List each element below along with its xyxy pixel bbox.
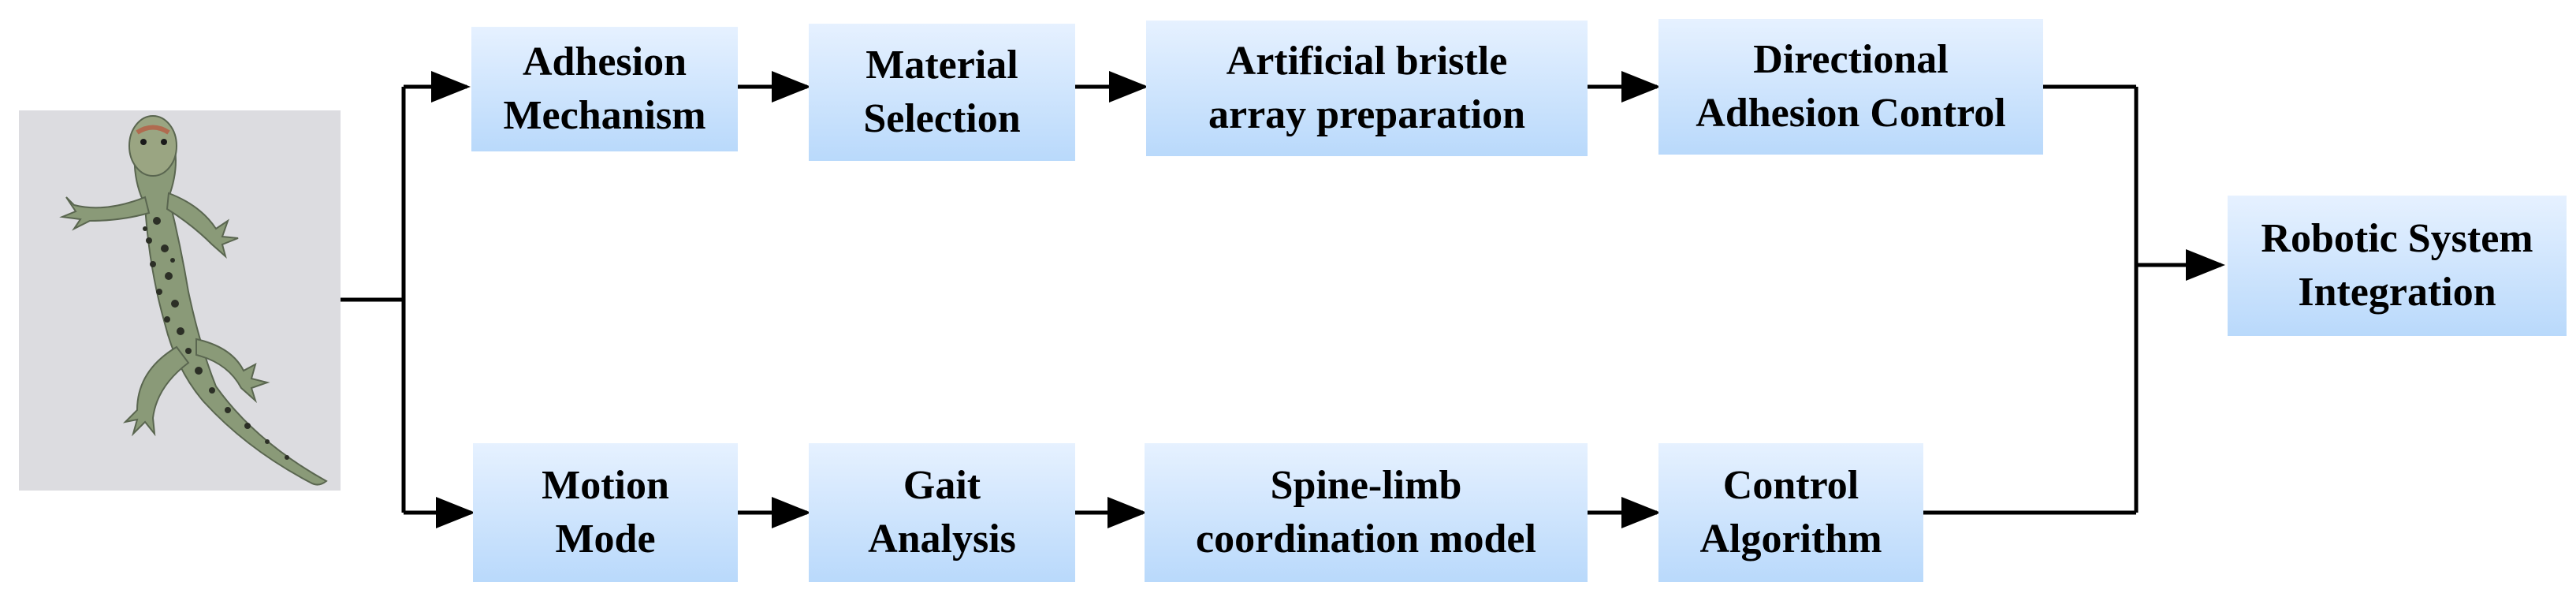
box-label-line2: Algorithm: [1699, 517, 1882, 562]
spine-limb-box: Spine-limb coordination model: [1145, 443, 1588, 582]
gecko-photo: [19, 110, 341, 491]
box-label-line1: Robotic System: [2261, 216, 2533, 261]
box-label-line2: Adhesion Control: [1696, 91, 2006, 136]
box-label-line1: Control: [1722, 463, 1859, 508]
motion-mode-box: Motion Mode: [473, 443, 738, 582]
box-label-line1: Motion: [542, 463, 669, 508]
box-label-line1: Material: [865, 43, 1018, 88]
control-algorithm-box: Control Algorithm: [1658, 443, 1923, 582]
box-label-line1: Spine-limb: [1270, 463, 1462, 508]
box-label-line1: Directional: [1753, 37, 1949, 82]
box-label-line2: Analysis: [868, 517, 1016, 562]
box-label-line1: Adhesion: [522, 39, 687, 84]
box-label-line2: Mode: [555, 517, 656, 562]
box-label-line2: array preparation: [1208, 92, 1525, 137]
box-label-line2: Selection: [863, 96, 1021, 141]
adhesion-mechanism-box: Adhesion Mechanism: [471, 27, 738, 151]
box-label-line2: coordination model: [1196, 517, 1536, 562]
gait-analysis-box: Gait Analysis: [809, 443, 1075, 582]
artificial-bristle-box: Artificial bristle array preparation: [1146, 21, 1588, 156]
box-label-line2: Integration: [2298, 270, 2496, 315]
box-label-line1: Gait: [903, 463, 981, 508]
directional-adhesion-box: Directional Adhesion Control: [1658, 19, 2043, 155]
gecko-image: [19, 110, 341, 491]
box-label-line2: Mechanism: [503, 93, 706, 138]
material-selection-box: Material Selection: [809, 24, 1075, 161]
robotic-system-integration-box: Robotic System Integration: [2228, 196, 2567, 336]
box-label-line1: Artificial bristle: [1226, 39, 1508, 84]
